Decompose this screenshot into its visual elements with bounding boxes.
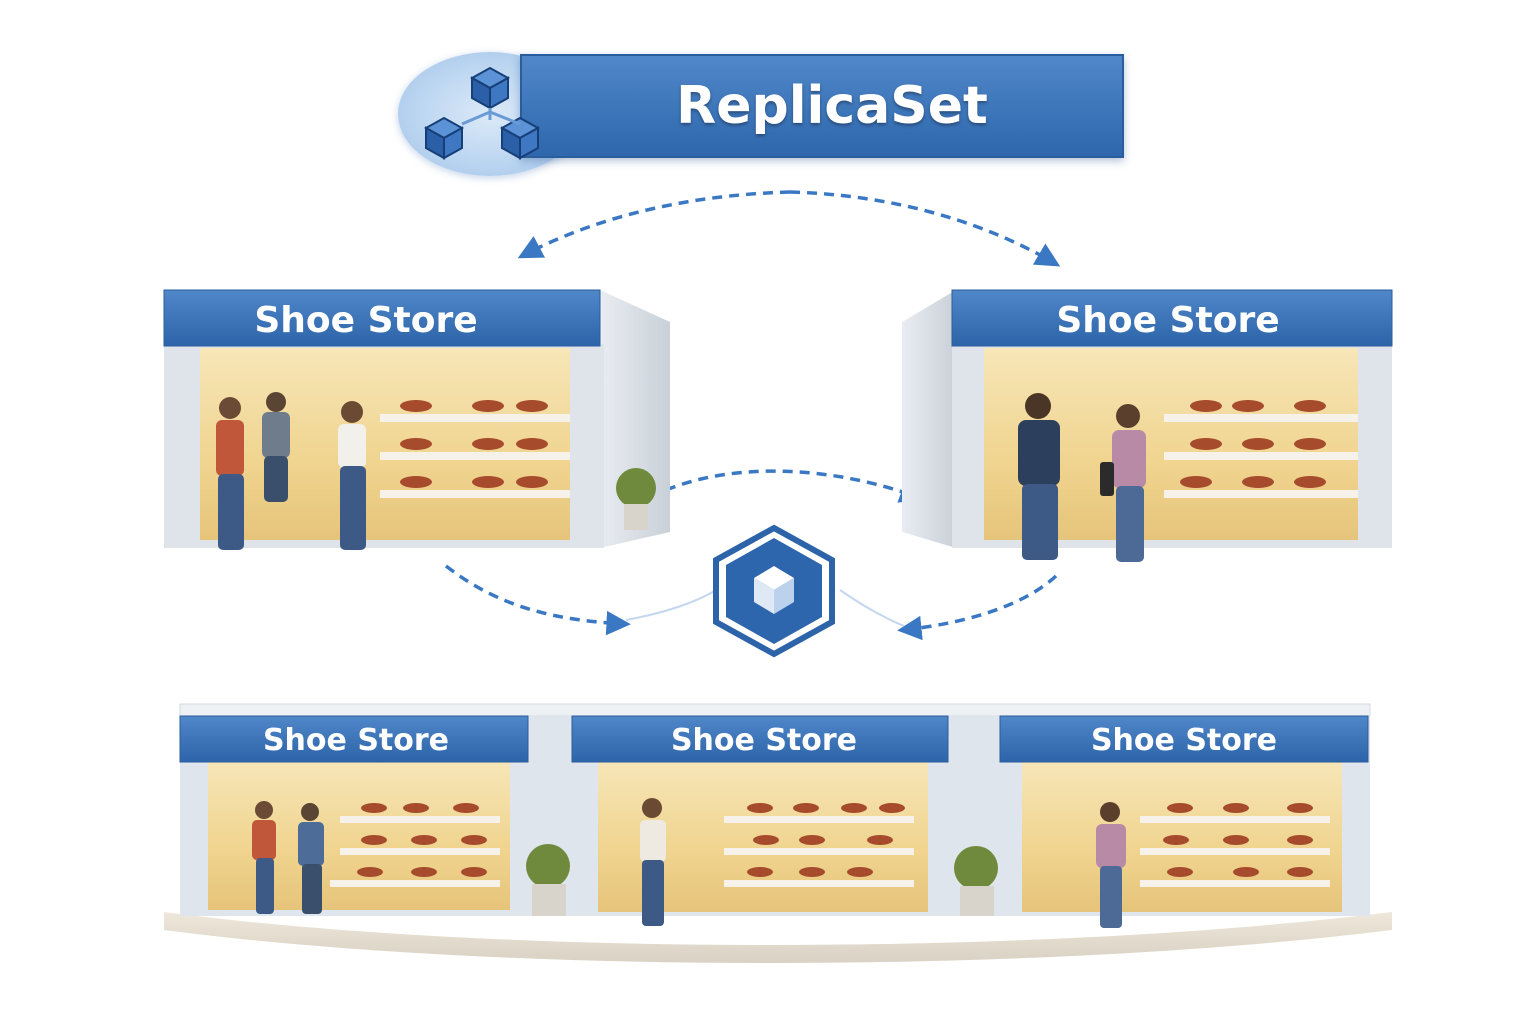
replicaset-cubes-icon — [423, 66, 541, 160]
shopper — [1100, 404, 1146, 562]
shopper — [1096, 802, 1126, 928]
store-sign: Shoe Store — [1056, 300, 1279, 341]
shopper — [252, 801, 276, 914]
arrow-top-left — [517, 190, 791, 259]
shopper — [1018, 393, 1060, 560]
title-banner: ReplicaSet — [520, 54, 1124, 158]
shopper — [262, 392, 290, 502]
page-title: ReplicaSet — [676, 76, 988, 136]
cube-hexagon-icon — [713, 524, 835, 658]
potted-plant-icon — [954, 846, 998, 916]
shopper — [640, 798, 666, 926]
arrow-top-right — [789, 190, 1061, 267]
shopper — [216, 397, 244, 550]
arrow-lower-left — [444, 564, 631, 636]
arrow-lower-right — [897, 574, 1058, 641]
store-bottom-middle: Shoe Store — [571, 715, 949, 926]
shopper — [338, 401, 366, 550]
store-sign: Shoe Store — [1091, 723, 1277, 758]
potted-plant-icon — [616, 468, 656, 530]
store-top-right: Shoe Store — [902, 289, 1393, 562]
store-bottom-left: Shoe Store — [179, 715, 529, 914]
store-sign: Shoe Store — [254, 300, 477, 341]
store-sign: Shoe Store — [671, 723, 857, 758]
store-bottom-right: Shoe Store — [999, 715, 1369, 928]
store-sign: Shoe Store — [263, 723, 449, 758]
potted-plant-icon — [526, 844, 570, 916]
store-top-left: Shoe Store — [163, 289, 670, 550]
store-row-bottom: Shoe Store Shoe Store — [164, 703, 1392, 963]
shopper — [298, 803, 324, 914]
replication-arrows — [444, 190, 1061, 641]
arrow-middle — [665, 469, 925, 503]
